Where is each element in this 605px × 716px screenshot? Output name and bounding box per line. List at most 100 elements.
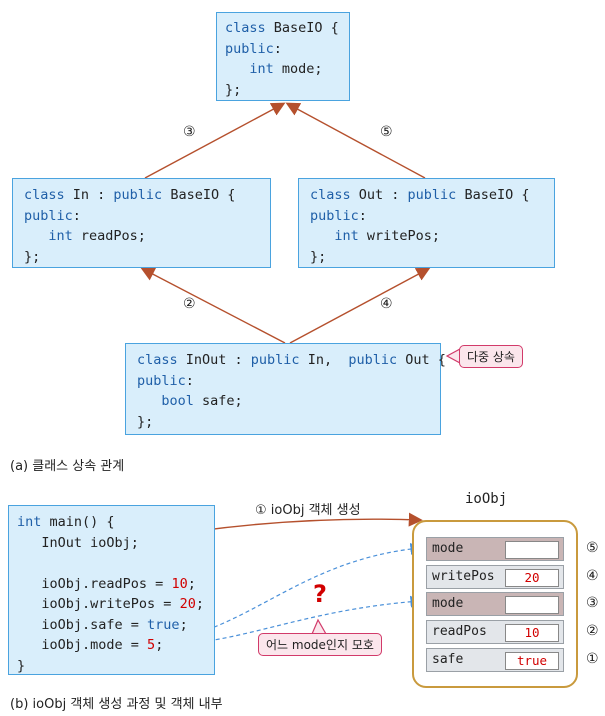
arrow-in-to-base <box>144 102 286 179</box>
code-token: ioObj.writePos = <box>17 596 180 612</box>
code-token: class <box>310 187 351 203</box>
field-index: ① <box>586 650 599 667</box>
code-token: BaseIO { <box>162 187 236 203</box>
code-token: true <box>147 616 180 633</box>
field-name: readPos <box>432 624 487 640</box>
code-token: In : <box>64 187 114 203</box>
code-token: }; <box>137 413 154 430</box>
code-line: int readPos; <box>24 226 270 247</box>
create-object-label: ① ioObj 객체 생성 <box>255 503 361 518</box>
field-name: writePos <box>432 568 495 584</box>
code-token: In, <box>299 352 349 368</box>
main-code-box: int main() { InOut ioObj; ioObj.readPos … <box>8 505 215 675</box>
question-mark: ? <box>313 580 327 608</box>
code-line: public: <box>310 206 554 227</box>
code-token: InOut ioObj; <box>17 534 139 551</box>
code-line: public: <box>225 39 349 60</box>
code-token: public <box>137 372 186 389</box>
code-token: public <box>250 352 300 368</box>
code-token: ioObj.mode = <box>17 637 148 653</box>
caption-b: (b) ioObj 객체 생성 과정 및 객체 내부 <box>10 697 223 712</box>
code-token: ; <box>195 596 204 612</box>
code-token: main() { <box>41 514 115 530</box>
code-line: ioObj.safe = true; <box>17 615 214 636</box>
code-line: bool safe; <box>137 391 440 412</box>
object-title: ioObj <box>465 491 508 507</box>
code-token: InOut : <box>177 352 251 368</box>
code-token: 10 <box>171 575 188 592</box>
code-line: class InOut : public In, public Out { <box>137 350 446 371</box>
code-line: public: <box>24 206 270 227</box>
code-line: class BaseIO { <box>225 18 349 39</box>
multiple-inheritance-tag: 다중 상속 <box>459 345 523 368</box>
field-value: 20 <box>505 568 559 587</box>
code-token: BaseIO { <box>265 20 339 36</box>
code-token: int <box>17 514 42 530</box>
class-baseio-box: class BaseIO {public: int mode;}; <box>216 12 350 101</box>
code-line: }; <box>24 247 270 268</box>
code-token: readPos; <box>72 228 146 244</box>
code-token: }; <box>24 248 41 265</box>
class-in-box: class In : public BaseIO {public: int re… <box>12 178 271 268</box>
code-line: } <box>17 656 214 677</box>
field-value <box>505 541 559 559</box>
code-line: class Out : public BaseIO { <box>310 185 554 206</box>
code-token: : <box>273 40 282 57</box>
caption-a: (a) 클래스 상속 관계 <box>10 459 125 474</box>
object-field-safe: safe true <box>426 647 564 672</box>
field-name: mode <box>432 596 464 612</box>
code-token: public <box>348 352 398 368</box>
arrow-label-5: ⑤ <box>380 124 393 140</box>
code-token: ioObj.safe = <box>17 616 148 633</box>
code-line: int writePos; <box>310 226 554 247</box>
code-token: }; <box>310 248 327 265</box>
arrow-label-3: ③ <box>183 124 196 140</box>
field-value: 10 <box>505 624 559 643</box>
code-token: class <box>137 352 178 368</box>
code-line: ioObj.readPos = 10; <box>17 574 214 595</box>
code-token: int <box>334 228 359 244</box>
object-field-writePos: writePos 20 <box>426 564 564 589</box>
field-index: ④ <box>586 567 599 584</box>
code-token: public <box>225 40 274 57</box>
code-token: ioObj.readPos = <box>17 575 172 592</box>
ambiguous-mode-tag: 어느 mode인지 모호 <box>258 633 382 656</box>
field-index: ③ <box>586 595 599 612</box>
code-token: 5 <box>147 637 156 653</box>
class-out-box: class Out : public BaseIO {public: int w… <box>298 178 555 268</box>
code-token: ; <box>187 575 196 592</box>
code-token: class <box>225 20 266 36</box>
field-name: safe <box>432 651 464 667</box>
code-token: int <box>249 61 274 77</box>
code-line: int main() { <box>17 512 214 533</box>
code-token: }; <box>225 81 242 98</box>
object-field-mode: mode <box>426 537 564 561</box>
code-line: ioObj.mode = 5; <box>17 635 214 656</box>
code-token: ; <box>155 637 164 653</box>
code-line: }; <box>310 247 554 268</box>
field-value: true <box>505 651 559 670</box>
code-token: Out : <box>350 187 408 203</box>
dashed-arrow-mode-top <box>159 542 423 643</box>
code-token: public <box>113 187 163 203</box>
code-token: BaseIO { <box>456 187 530 203</box>
arrow-inout-to-in <box>140 267 286 344</box>
code-line: InOut ioObj; <box>17 533 214 554</box>
code-token: public <box>24 207 73 224</box>
object-field-readPos: readPos 10 <box>426 620 564 645</box>
object-field-mode: mode <box>426 592 564 617</box>
code-token: ; <box>179 616 188 633</box>
field-value <box>505 596 559 615</box>
arrow-inout-to-out <box>289 267 431 344</box>
code-line: ioObj.writePos = 20; <box>17 594 214 615</box>
class-inout-box: class InOut : public In, public Out {pub… <box>125 343 446 435</box>
code-line: public: <box>137 371 440 392</box>
code-token: : <box>185 372 194 389</box>
code-token: bool <box>161 393 194 409</box>
code-token: : <box>72 207 81 224</box>
code-token: : <box>358 207 367 224</box>
code-line: }; <box>225 80 349 101</box>
code-token: class <box>24 187 65 203</box>
code-token: safe; <box>193 393 243 409</box>
